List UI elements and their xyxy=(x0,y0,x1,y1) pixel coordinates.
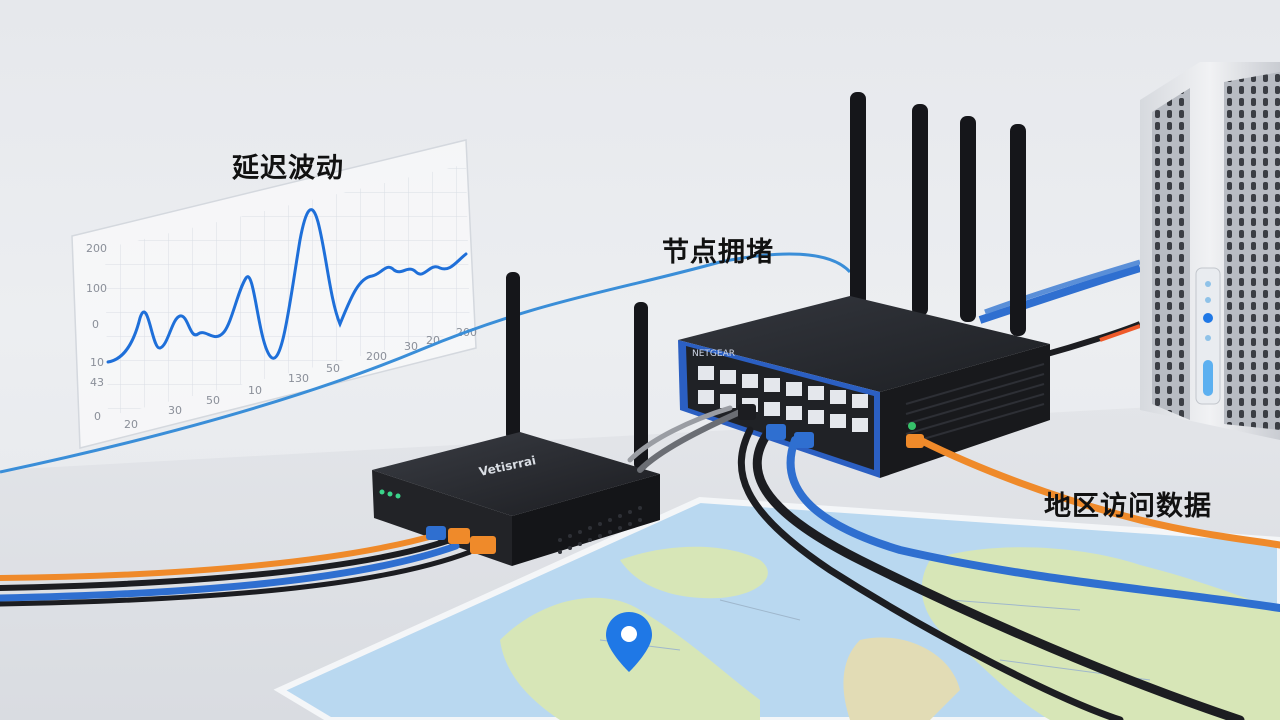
y-tick-label: 100 xyxy=(86,282,107,295)
switch-status-led xyxy=(908,422,916,430)
x-tick-label: 30 xyxy=(168,404,182,417)
map-pin-icon xyxy=(606,612,652,672)
latency-line xyxy=(106,208,468,364)
switch-brand-label: NETGEAR xyxy=(692,349,735,359)
y-tick-label: 0 xyxy=(92,318,99,331)
regional-access-data-label: 地区访问数据 xyxy=(1044,491,1212,522)
x-tick-label: 20 xyxy=(124,418,138,431)
switch-vents xyxy=(905,363,1045,445)
router-led xyxy=(379,489,385,495)
router-vents xyxy=(558,506,642,554)
latency-chart: 200 100 0 10 43 0 20 30 50 10 130 50 200… xyxy=(71,139,477,449)
server-tower xyxy=(1140,62,1280,440)
y-tick-label: 43 xyxy=(90,376,104,389)
x-tick-label: 50 xyxy=(326,362,340,375)
network-switch: NETGEAR xyxy=(678,296,1050,478)
latency-fluctuation-label: 延迟波动 xyxy=(232,153,344,184)
x-tick-label: 130 xyxy=(288,372,309,385)
y-tick-label: 200 xyxy=(86,242,107,255)
switch-antennas xyxy=(850,92,1026,336)
x-tick-label: 30 xyxy=(404,340,418,353)
server-cables xyxy=(978,259,1142,359)
y-tick-label: 0 xyxy=(94,410,101,423)
switch-cable-plugs xyxy=(738,404,924,448)
switch-ports xyxy=(698,366,868,432)
switch-cables xyxy=(627,405,1280,720)
router-cables xyxy=(0,531,473,607)
router-led xyxy=(387,491,393,497)
x-tick-label: 200 xyxy=(366,350,387,363)
y-tick-label: 10 xyxy=(90,356,104,369)
world-map xyxy=(273,496,1280,720)
data-flow-line xyxy=(0,252,852,474)
router-cable-plugs xyxy=(426,526,496,554)
node-congestion-label: 节点拥堵 xyxy=(662,237,774,268)
x-tick-label: 10 xyxy=(248,384,262,397)
x-tick-label: 50 xyxy=(206,394,220,407)
router-antennas xyxy=(506,272,648,470)
router-led xyxy=(395,493,401,499)
